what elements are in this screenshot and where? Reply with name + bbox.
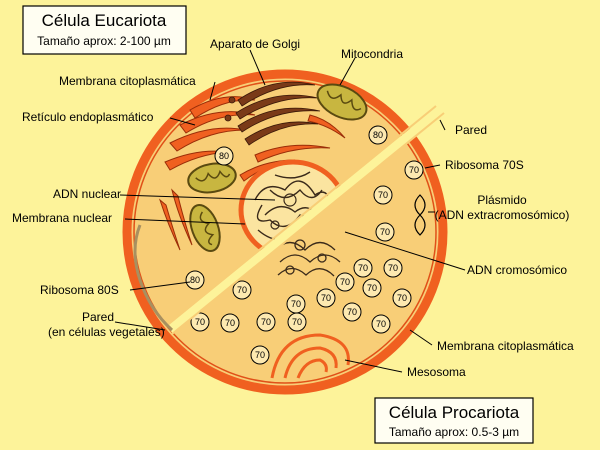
ribosome-70s-marker: 70 <box>383 258 403 278</box>
eukaryote-title: Célula Eucariota <box>42 11 167 30</box>
plant-wall-arc <box>133 224 174 332</box>
eukaryote-edge-line <box>165 105 437 327</box>
ribosome-80-label: 80 <box>219 151 229 161</box>
ribosome-70-label: 70 <box>376 319 386 329</box>
label-ribosome-70s: Ribosoma 70S <box>445 158 524 172</box>
ribosome-70s-marker: 70 <box>404 160 424 180</box>
ribosome-70-label: 70 <box>321 293 331 303</box>
ribosome-70-label: 70 <box>378 190 388 200</box>
prokaryote-wall-line <box>171 112 445 335</box>
ribosome-80-label: 80 <box>373 130 383 140</box>
eukaryote-half: 80 80 80 <box>158 81 388 290</box>
ribosome-70-label: 70 <box>358 263 368 273</box>
ribosome-70-label: 70 <box>291 299 301 309</box>
ribosome-70s-marker: 70 <box>250 345 270 365</box>
ribosome-70s-marker: 70 <box>371 314 391 334</box>
eukaryote-title-box: Célula Eucariota Tamaño aprox: 2-100 µm <box>22 5 187 55</box>
label-er: Retículo endoplasmático <box>22 110 154 124</box>
ribosome-70s-marker: 70 <box>392 288 412 308</box>
prokaryote-title: Célula Procariota <box>389 403 520 422</box>
ribosome-70-label: 70 <box>340 277 350 287</box>
ribosome-70-label: 70 <box>388 263 398 273</box>
ribosome-70s-marker: 70 <box>256 312 276 332</box>
ribosome-70s-marker: 70 <box>220 313 240 333</box>
label-wall: Pared <box>455 123 487 137</box>
ribosome-70s-marker: 70 <box>342 302 362 322</box>
ribosome-70s-marker: 70 <box>373 185 393 205</box>
label-mitochondria: Mitocondria <box>341 47 403 61</box>
leader-lines <box>114 49 466 373</box>
ribosomes-80s: 80 80 80 <box>185 125 388 290</box>
ribosome-70-label: 70 <box>409 165 419 175</box>
label-golgi: Aparato de Golgi <box>210 37 300 51</box>
ribosome-70-label: 70 <box>225 318 235 328</box>
label-plasmid-1: Plásmido <box>477 193 527 207</box>
ribosome-70-label: 70 <box>255 350 265 360</box>
mitochondria <box>187 83 368 252</box>
ribosome-70-label: 70 <box>261 317 271 327</box>
label-wall-plant-1: Pared <box>82 310 114 324</box>
plasmid <box>414 194 426 236</box>
label-ribosome-80s: Ribosoma 80S <box>40 283 119 297</box>
ribosome-70-label: 70 <box>347 307 357 317</box>
label-nuclear-membrane: Membrana nuclear <box>12 211 112 225</box>
label-cytoplasmic-membrane-pro: Membrana citoplasmática <box>437 339 574 353</box>
divider-band <box>167 106 443 334</box>
ribosome-80-label: 80 <box>190 275 200 285</box>
ribosome-70s-marker: 70 <box>335 272 355 292</box>
ribosome-70s-marker: 70 <box>353 258 373 278</box>
ribosome-70-label: 70 <box>397 293 407 303</box>
ribosome-70s-marker: 70 <box>362 278 382 298</box>
label-wall-plant-2: (en células vegetales) <box>48 325 165 339</box>
ribosome-70-label: 70 <box>237 285 247 295</box>
label-mesosome: Mesosoma <box>407 365 466 379</box>
ribosome-70s-marker: 70 <box>375 222 395 242</box>
prokaryote-title-box: Célula Procariota Tamaño aprox: 0.5-3 µm <box>374 397 534 444</box>
ribosome-70s-marker: 70 <box>286 294 306 314</box>
ribosome-70-label: 70 <box>380 227 390 237</box>
label-chromosomal-dna: ADN cromosómico <box>467 263 567 277</box>
label-cytoplasmic-membrane-euk: Membrana citoplasmática <box>59 74 196 88</box>
ribosome-70-label: 70 <box>195 317 205 327</box>
ribosome-70s-marker: 70 <box>316 288 336 308</box>
ribosomes-70s: 70 70 70 70 70 70 70 70 70 70 70 70 70 70 70 70 70 70 <box>190 160 424 365</box>
eukaryote-size: Tamaño aprox: 2-100 µm <box>37 34 171 48</box>
ribosome-70s-marker: 70 <box>232 280 252 300</box>
ribosome-70s-marker: 70 <box>287 312 307 332</box>
label-nuclear-dna: ADN nuclear <box>53 187 121 201</box>
cell-membrane-inner <box>133 80 437 384</box>
ribosome-70-label: 70 <box>367 283 377 293</box>
ribosome-70s-marker: 70 <box>190 312 210 332</box>
mesosome <box>270 333 350 379</box>
prokaryote-size: Tamaño aprox: 0.5-3 µm <box>389 425 519 439</box>
prokaryote-half: 70 70 70 70 70 70 70 70 70 70 70 70 70 70 70 70 70 70 <box>190 160 426 379</box>
ribosome-70-label: 70 <box>292 317 302 327</box>
golgi-apparatus <box>224 81 329 146</box>
label-plasmid-2: (ADN extracromosómico) <box>435 208 570 222</box>
